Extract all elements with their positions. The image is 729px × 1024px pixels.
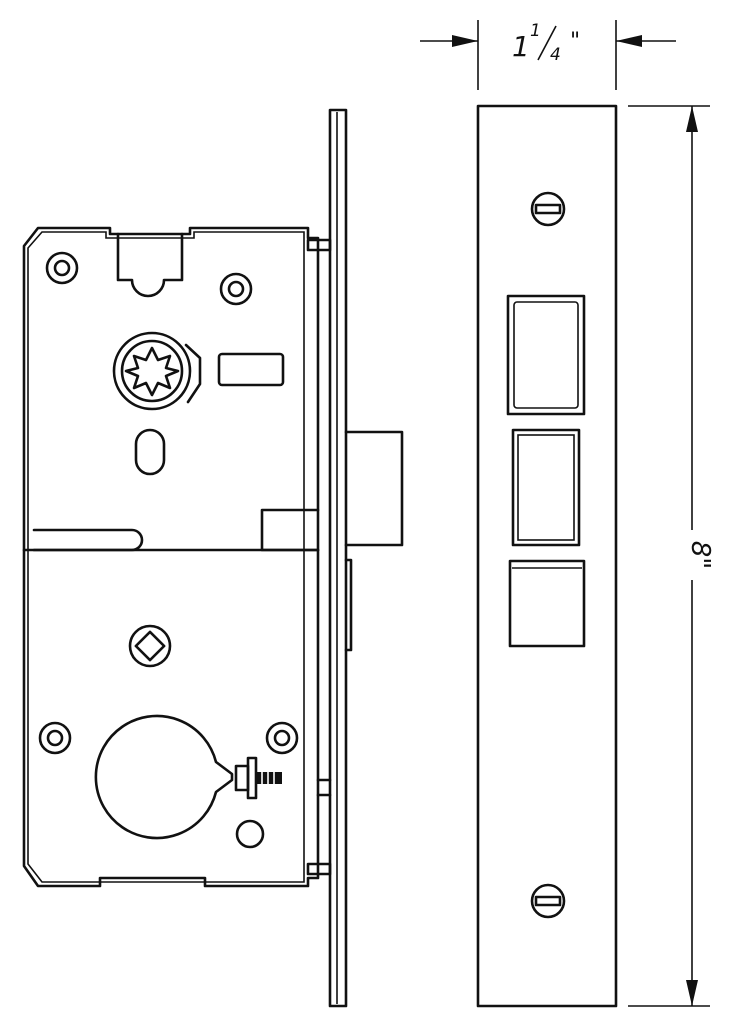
width-denominator: 4 (550, 45, 561, 65)
latch-opening (511, 428, 581, 547)
auxiliary-latch-opening (508, 559, 586, 648)
bolt-tail (260, 508, 320, 552)
lock-case (22, 226, 332, 888)
rect-slot (217, 352, 285, 387)
side-view (22, 108, 404, 1008)
top-notch (116, 232, 184, 298)
faceplate-screw-top (530, 191, 566, 227)
faceplate-front (476, 104, 618, 1008)
width-whole: 1 (512, 30, 530, 63)
spindle-hub (112, 331, 202, 411)
cylinder-hole (94, 714, 234, 840)
width-numerator: 1 (530, 21, 541, 41)
height-label: 8" (685, 541, 715, 570)
height-dimension: 8" (628, 105, 715, 1007)
faceplate-edge (328, 108, 353, 1008)
latch-bolt (344, 430, 404, 547)
mounting-hole-bottom-right (265, 721, 299, 755)
horizontal-slot (32, 528, 144, 552)
front-view (476, 104, 618, 1008)
mounting-hole-bottom-left (38, 721, 72, 755)
oval-slot (134, 428, 166, 476)
set-screw (234, 756, 282, 800)
mounting-hole-top-right (219, 272, 253, 306)
width-unit: " (570, 29, 580, 54)
small-hole (235, 819, 265, 849)
square-hub (128, 624, 172, 668)
mounting-hole-top-left (45, 251, 79, 285)
width-dimension: 1 1 4 " (420, 20, 676, 90)
faceplate-screw-bottom (530, 883, 566, 919)
deadbolt-opening (506, 294, 586, 416)
